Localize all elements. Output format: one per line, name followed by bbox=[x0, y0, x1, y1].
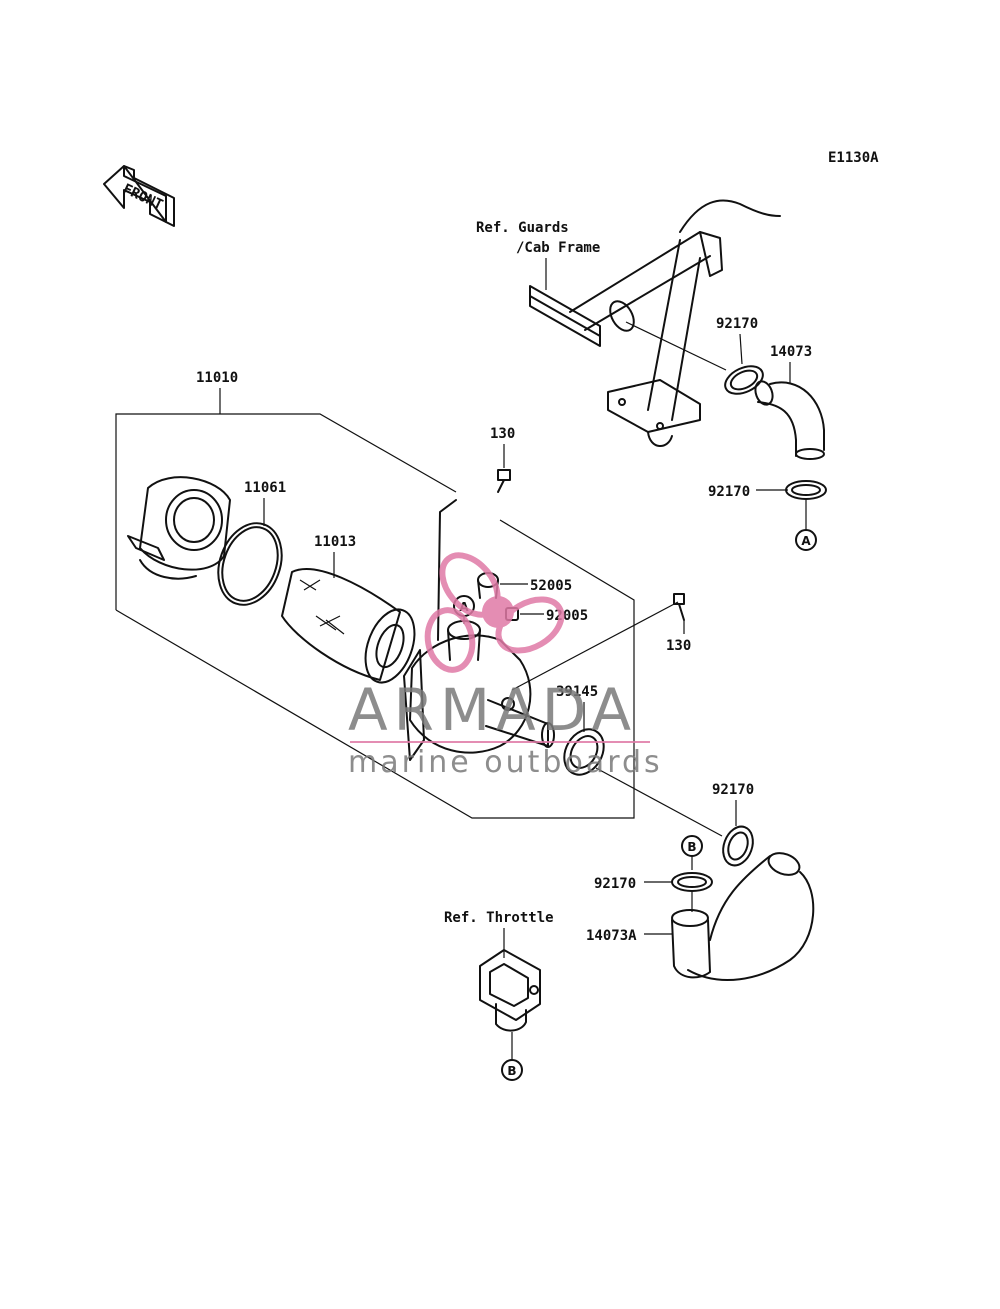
hose-clamp-top-icon bbox=[724, 365, 764, 395]
connector-b-bottom: B bbox=[501, 1059, 523, 1081]
armada-watermark-logo: ARMADA marine outboards bbox=[348, 552, 663, 780]
part-14073-label: 14073 bbox=[770, 344, 812, 360]
svg-text:B: B bbox=[687, 840, 696, 854]
bolt-130-top-icon bbox=[497, 469, 511, 493]
watermark-tagline: marine outboards bbox=[348, 745, 663, 780]
ref-throttle-label: Ref. Throttle bbox=[444, 910, 554, 926]
hose-14073-drawing bbox=[754, 380, 825, 460]
connector-b-top: B bbox=[681, 835, 703, 857]
svg-text:B: B bbox=[507, 1064, 516, 1078]
hose-14073a-drawing bbox=[671, 852, 815, 981]
throttle-body-drawing bbox=[479, 949, 541, 1032]
part-92170-b-label: 92170 bbox=[594, 876, 636, 892]
part-92170-right-label: 92170 bbox=[708, 484, 750, 500]
ref-cab-frame-label: /Cab Frame bbox=[516, 240, 600, 256]
filter-element-11013-drawing bbox=[281, 567, 416, 684]
part-11010-label: 11010 bbox=[196, 370, 238, 386]
hose-clamp-lower-icon bbox=[722, 825, 754, 867]
cab-frame-drawing bbox=[529, 199, 781, 447]
part-92170-top-label: 92170 bbox=[716, 316, 758, 332]
part-11061-label: 11061 bbox=[244, 480, 286, 496]
air-cleaner-housing-drawing bbox=[403, 499, 555, 761]
part-130-top-label: 130 bbox=[490, 426, 515, 442]
svg-text:A: A bbox=[801, 534, 811, 548]
part-11013-label: 11013 bbox=[314, 534, 356, 550]
diagram-code: E1130A bbox=[828, 150, 879, 166]
propeller-icon bbox=[424, 552, 565, 673]
part-92170-lower-label: 92170 bbox=[712, 782, 754, 798]
watermark-brand: ARMADA bbox=[348, 676, 637, 744]
front-arrow-icon: FRONT bbox=[103, 165, 175, 227]
part-92005-label: 92005 bbox=[546, 608, 588, 624]
part-52005-label: 52005 bbox=[530, 578, 572, 594]
air-cleaner-cover-drawing bbox=[127, 476, 231, 580]
part-39145-label: 39145 bbox=[556, 684, 598, 700]
bolt-130-right-icon bbox=[673, 593, 685, 621]
part-14073a-label: 14073A bbox=[586, 928, 637, 944]
part-130-right-label: 130 bbox=[666, 638, 691, 654]
o-ring-11061-drawing bbox=[217, 522, 283, 606]
connector-a-bottom: A bbox=[795, 529, 817, 551]
hose-clamp-right-icon bbox=[785, 480, 827, 500]
hose-clamp-b-icon bbox=[671, 872, 713, 892]
ref-guards-label: Ref. Guards bbox=[476, 220, 569, 236]
